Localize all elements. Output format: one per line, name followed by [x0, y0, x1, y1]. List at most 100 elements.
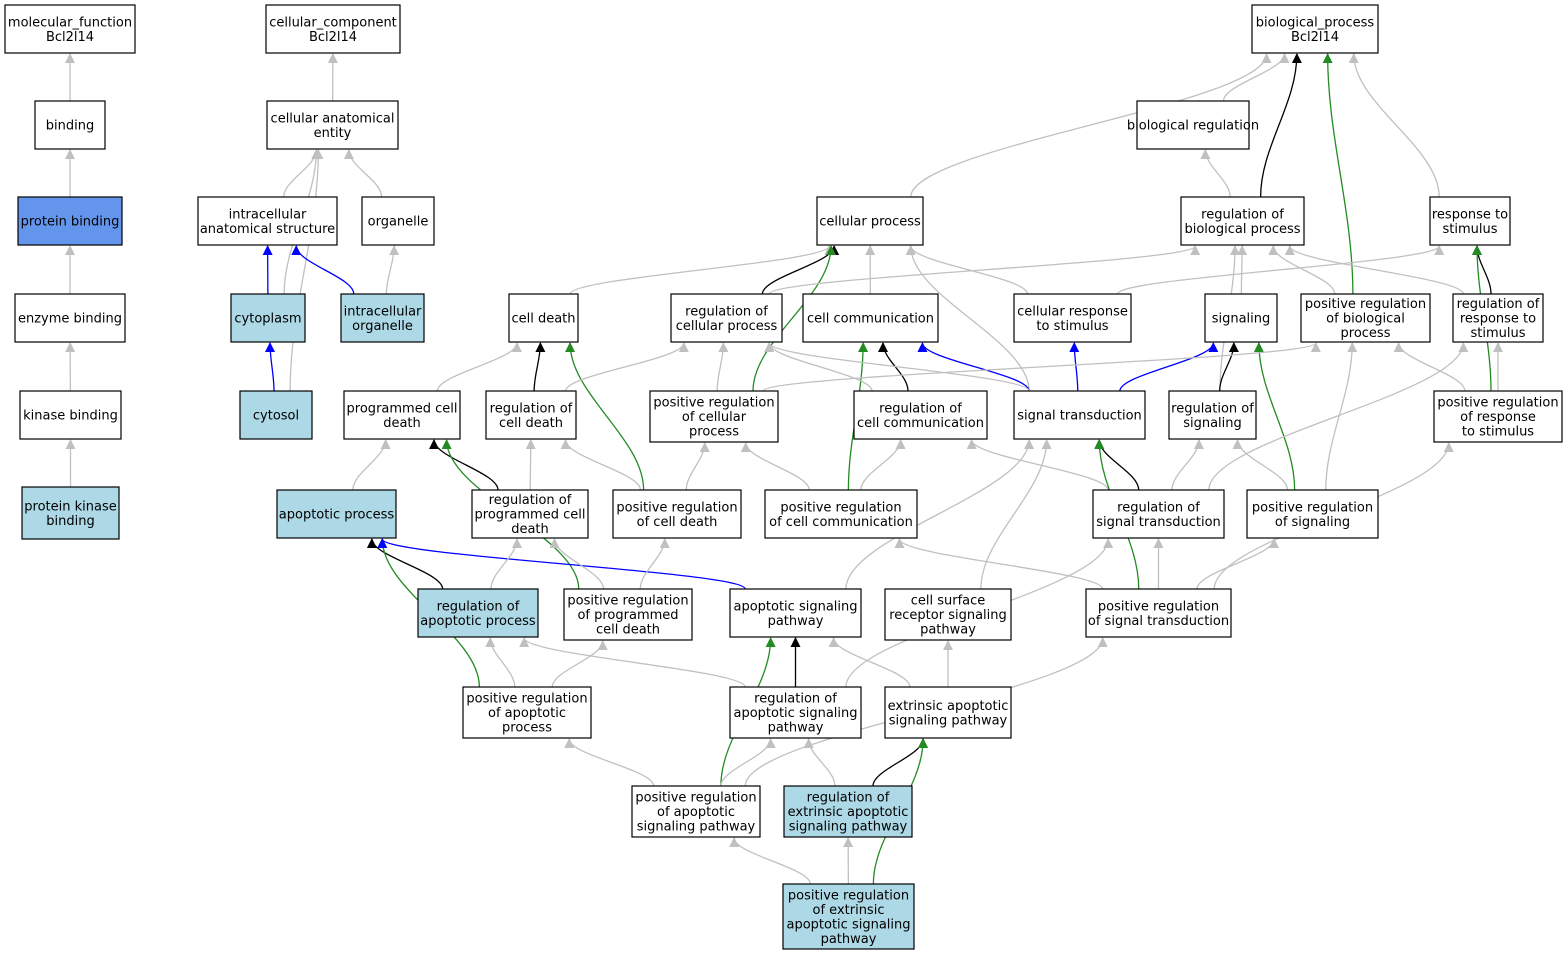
node-label-line: positive regulation [1098, 599, 1219, 614]
edge-part-of [291, 245, 355, 295]
node-box [1013, 293, 1132, 343]
node-label-line: extrinsic apoptotic [888, 699, 1009, 714]
edge-is-a [716, 342, 729, 392]
node-label-line: process [502, 721, 552, 736]
node-label-line: regulation of [490, 401, 573, 416]
node-protbind: protein binding [17, 196, 123, 246]
edge-is-a [1222, 53, 1290, 102]
node-biolreg: biological regulation [1127, 100, 1259, 150]
node-label-line: anatomical structure [200, 222, 335, 237]
edge-is-a [1237, 245, 1248, 295]
node-label-line: regulation of [1201, 207, 1284, 222]
edge-is-a [569, 245, 835, 295]
node-box [884, 686, 1012, 739]
edge-is-a [490, 538, 522, 590]
edge-part-of [1119, 342, 1219, 392]
edge-is-a [1348, 53, 1440, 198]
edge-posregapopsig-to-posregapop [564, 738, 655, 787]
node-label-line: cellular process [676, 319, 778, 334]
node-box [14, 293, 126, 343]
edge-part-of [1069, 342, 1080, 392]
edge-positively-regulates [565, 342, 645, 491]
edge-posregcellproc-to-cellproc [752, 245, 836, 392]
edge-regbio-to-bp [1259, 53, 1302, 198]
node-label-line: positive regulation [1305, 297, 1426, 312]
edge-regulates [1218, 342, 1239, 392]
node-label-line: process [689, 425, 739, 440]
node-box [563, 588, 693, 641]
edge-is-a [1200, 149, 1231, 198]
node-label-line: cellular response [1017, 304, 1128, 319]
node-cellcomm: cell communication [802, 293, 939, 343]
node-label-line: biological process [1184, 222, 1300, 237]
node-label-line: protein kinase [24, 499, 116, 514]
node-label-line: regulation of [489, 493, 572, 508]
edge-is-a [485, 637, 516, 688]
node-label-line: positive regulation [1437, 396, 1558, 411]
node-label-line: entity [314, 126, 352, 141]
edge-is-a [740, 442, 810, 491]
edge-posregbio-to-bp [1322, 53, 1354, 295]
node-box [471, 489, 589, 539]
edge-regcd-to-celldeath [533, 342, 546, 392]
edge-is-a [905, 245, 1030, 392]
node-label-line: cellular_component [269, 15, 397, 30]
node-label-line: to stimulus [1462, 425, 1534, 440]
node-box [266, 100, 399, 150]
edge-regsigtrans-to-sigtrans [1094, 439, 1140, 491]
edge-biolreg-to-bp [1222, 53, 1290, 102]
edge-apopsig-to-sigtrans [845, 439, 1035, 590]
edge-ias-to-cae [283, 149, 322, 198]
node-kinbind: kinase binding [19, 390, 122, 440]
node-box [1251, 4, 1379, 54]
node-label-line: of biological [1326, 312, 1405, 327]
edge-extapop-to-apopsig [828, 637, 911, 688]
node-label-line: of apoptotic [488, 706, 566, 721]
edge-is-a [803, 738, 836, 787]
edge-is-a [1232, 439, 1289, 491]
node-box [729, 588, 862, 638]
edge-is-a [910, 53, 1272, 198]
node-box [729, 686, 862, 739]
node-box [1136, 100, 1250, 150]
node-label-line: binding [46, 119, 94, 134]
node-label-line: Bcl2l14 [309, 30, 357, 45]
node-label-line: stimulus [1442, 222, 1497, 237]
edge-is-a [525, 439, 536, 491]
edge-posregsig-to-posregbio [1325, 342, 1358, 491]
node-box [340, 293, 425, 343]
edge-regulates [761, 245, 840, 295]
edge-is-a [762, 342, 1321, 392]
edge-posregcellproc-to-regcellproc [716, 342, 729, 392]
edge-posregext-to-posregapopsig [729, 837, 812, 885]
node-label-line: apoptotic process [279, 508, 395, 523]
edge-cellresp-to-respstim [1116, 245, 1445, 295]
node-label-line: programmed cell [347, 401, 458, 416]
node-label-line: intracellular [229, 207, 307, 222]
node-box [816, 196, 924, 246]
edge-intorg-to-organelle [385, 245, 400, 295]
node-box [649, 390, 779, 443]
node-label-line: apoptotic signaling [733, 599, 857, 614]
node-celldeath: cell death [508, 293, 579, 343]
edge-is-a [980, 439, 1052, 590]
node-label-line: positive regulation [1252, 500, 1373, 515]
node-box [230, 293, 306, 343]
edge-apopsig-to-apop [377, 538, 746, 590]
node-label-line: regulation of [1457, 297, 1540, 312]
edge-posregapop-to-posregpcd [551, 640, 608, 688]
node-label-line: of programmed [577, 608, 678, 623]
node-box [884, 588, 1012, 641]
edge-positively-regulates [1322, 53, 1354, 295]
